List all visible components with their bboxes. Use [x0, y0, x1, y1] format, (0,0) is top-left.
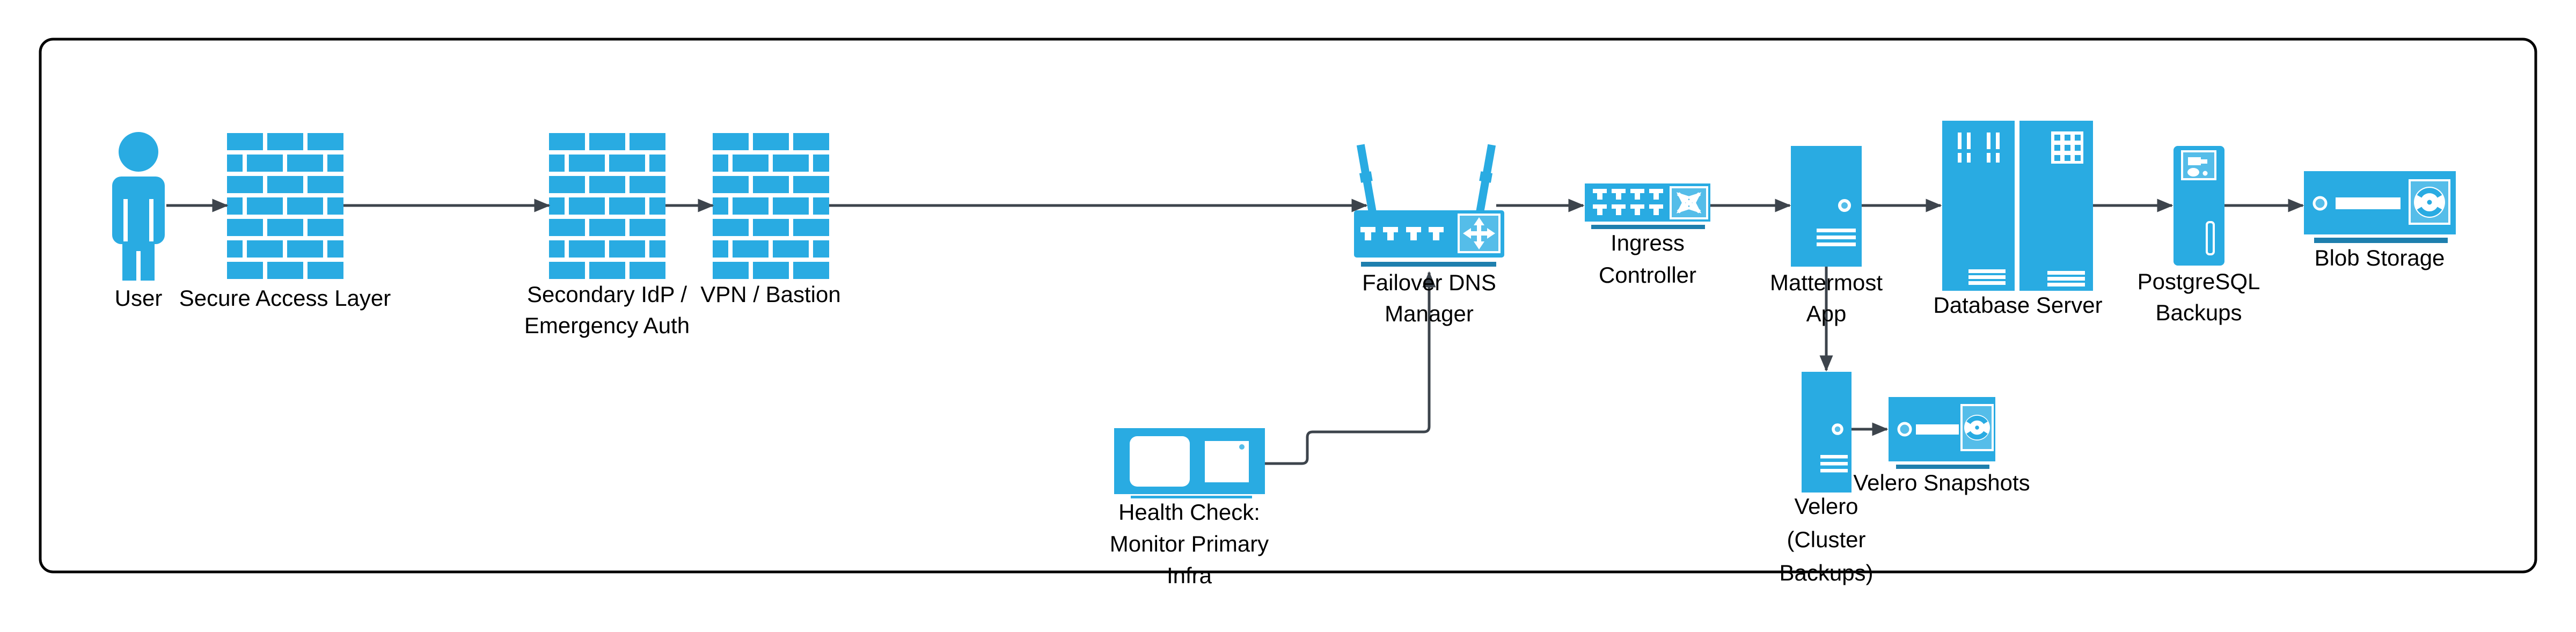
- node-label-postgresql-line2: Backups: [2155, 300, 2242, 325]
- storage-device-icon: [1889, 397, 1995, 469]
- server-tower-icon: [1791, 146, 1862, 267]
- node-label-velero-line1: Velero: [1794, 494, 1858, 519]
- server-rack-icon: [1942, 121, 2093, 291]
- diagram-border: [39, 38, 2537, 574]
- node-label-database: Database Server: [1933, 292, 2103, 318]
- node-label-velero-line2: (Cluster: [1787, 527, 1866, 552]
- secure-access-firewall-icon: [227, 133, 343, 279]
- person-icon: [112, 132, 165, 281]
- connector-healthcheck-to-dns: [1265, 271, 1436, 465]
- node-label-velero-snapshots: Velero Snapshots: [1853, 470, 2030, 495]
- vpn-bastion-firewall-icon: [713, 133, 829, 279]
- node-label-health-check-line1: Health Check:: [1118, 499, 1260, 525]
- node-label-postgresql-line1: PostgreSQL: [2137, 269, 2260, 294]
- node-label-secondary-idp-line2: Emergency Auth: [524, 313, 690, 338]
- node-label-vpn-bastion: VPN / Bastion: [700, 282, 841, 307]
- server-tower-icon: [1802, 372, 1851, 493]
- node-label-health-check-line3: Infra: [1166, 563, 1212, 588]
- node-label-secure-access: Secure Access Layer: [179, 285, 391, 311]
- node-label-blob-storage: Blob Storage: [2314, 245, 2445, 270]
- flow-arrows: [166, 199, 2304, 465]
- backup-server-icon: [2174, 146, 2224, 266]
- node-label-failover-dns-line2: Manager: [1385, 301, 1474, 326]
- node-label-health-check-line2: Monitor Primary: [1109, 531, 1269, 556]
- secondary-idp-firewall-icon: [549, 133, 665, 279]
- node-label-failover-dns-line1: Failover DNS: [1362, 270, 1496, 295]
- node-label-ingress-line1: Ingress: [1611, 230, 1685, 255]
- node-label-mattermost-line2: App: [1806, 301, 1847, 326]
- wireless-router-icon: [1354, 144, 1504, 267]
- node-label-velero-line3: Backups): [1779, 560, 1874, 585]
- node-label-secondary-idp-line1: Secondary IdP /: [526, 282, 687, 307]
- node-label-mattermost-line1: Mattermost: [1769, 270, 1883, 295]
- health-monitor-icon: [1114, 428, 1265, 498]
- node-label-user: User: [114, 285, 163, 311]
- node-label-ingress-line2: Controller: [1598, 262, 1697, 288]
- network-switch-icon: [1585, 183, 1710, 229]
- storage-device-icon: [2304, 171, 2456, 243]
